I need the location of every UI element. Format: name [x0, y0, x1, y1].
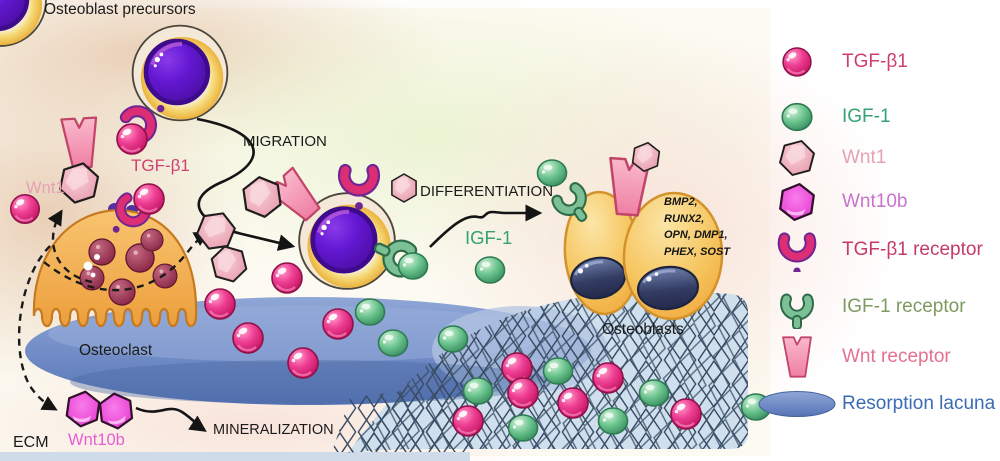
osteoblast-precursor-cells	[0, 0, 227, 120]
legend-row-tgfb1-receptor: TGF-β1 receptor	[752, 230, 998, 270]
wnt10b-label: Wnt10b	[68, 431, 125, 449]
tgfb1-molecule	[115, 122, 149, 156]
igf1-molecule	[397, 252, 429, 280]
wnt10b-hexagon-icon	[752, 182, 842, 222]
bottom-strip	[0, 452, 470, 461]
legend-row-igf1-receptor: IGF-1 receptor	[752, 287, 998, 327]
differentiation-label: DIFFERENTIATION	[420, 183, 554, 200]
migration-arrow	[196, 117, 296, 251]
mineralization-arrow	[135, 406, 207, 432]
wnt1-hexagon-icon	[752, 138, 842, 178]
legend-label: Resorption lacuna	[842, 393, 996, 414]
legend-label: IGF-1 receptor	[842, 296, 966, 317]
osteoblasts-label: Osteoblasts	[602, 321, 684, 338]
igf1-sphere-icon	[752, 97, 842, 137]
gene-line: PHEX, SOST	[664, 245, 731, 258]
legend-row-wnt-receptor: Wnt receptor	[752, 335, 998, 379]
legend-row-wnt10b: Wnt10b	[752, 182, 998, 222]
legend-label: IGF-1	[842, 106, 891, 127]
osteoclast-label: Osteoclast	[79, 342, 153, 359]
osteoblast-gene-list: BMP2, RUNX2, OPN, DMP1, PHEX, SOST	[664, 194, 756, 260]
tgfb1-label: TGF-β1	[131, 156, 190, 175]
tgfb1-receptor-icon	[752, 228, 842, 272]
legend-row-resorption-lacuna: Resorption lacuna	[752, 384, 998, 424]
osteoblast-cells	[536, 140, 724, 321]
legend-row-tgfb1: TGF-β1	[752, 42, 998, 82]
legend-label: Wnt10b	[842, 191, 908, 212]
mineralization-label: MINERALIZATION	[213, 422, 334, 438]
legend-label: Wnt1	[842, 147, 887, 168]
process-arrows	[135, 117, 543, 432]
wnt1-hexagon	[391, 173, 417, 203]
legend-label: TGF-β1	[842, 51, 908, 72]
legend-row-wnt1: Wnt1	[752, 138, 998, 178]
resorption-lacuna-icon	[752, 384, 842, 424]
osteoclast-cell	[32, 203, 198, 328]
legend-label: Wnt receptor	[842, 346, 951, 367]
gene-line: RUNX2,	[664, 212, 705, 225]
differentiation-arrow	[429, 204, 543, 248]
wnt1-label: Wnt1	[26, 179, 65, 197]
tgfb1-sphere-icon	[752, 42, 842, 82]
tgfb1-molecule	[9, 193, 41, 225]
igf1-receptor-icon	[752, 285, 842, 329]
gene-line: BMP2,	[664, 196, 698, 208]
legend-row-igf1: IGF-1	[752, 97, 998, 137]
migration-label: MIGRATION	[243, 133, 327, 150]
arrow-to-wnt1-hexagons	[43, 231, 210, 292]
tgfb1-molecule	[132, 182, 166, 216]
ecm-label: ECM	[13, 434, 49, 451]
legend-label: TGF-β1 receptor	[842, 239, 983, 260]
igf1-label: IGF-1	[465, 227, 513, 248]
igf1-molecule	[474, 256, 506, 284]
gene-line: OPN, DMP1,	[664, 229, 728, 241]
arrow-to-wnt1	[47, 209, 93, 284]
title-osteoblast-precursors: Osteoblast precursors	[44, 1, 196, 18]
wnt-receptor-icon	[752, 335, 842, 379]
